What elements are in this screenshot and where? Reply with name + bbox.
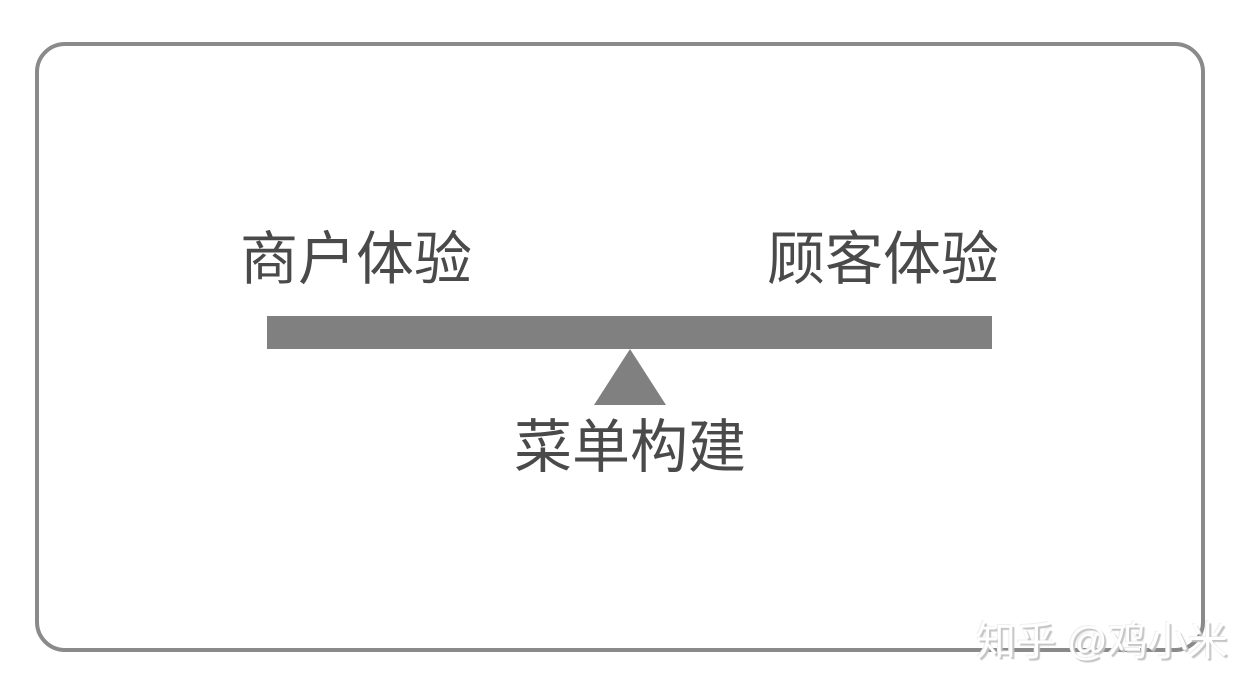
- balance-beam: [267, 316, 992, 349]
- fulcrum-triangle-icon: [594, 349, 666, 405]
- customer-experience-label: 顾客体验: [767, 227, 1000, 292]
- menu-building-label: 菜单构建: [514, 415, 747, 480]
- merchant-experience-label: 商户体验: [240, 227, 473, 292]
- zhihu-watermark: 知乎 @鸡小米: [976, 620, 1228, 664]
- diagram-frame: [35, 42, 1205, 652]
